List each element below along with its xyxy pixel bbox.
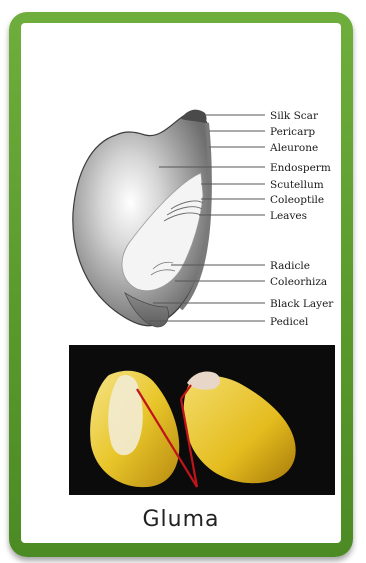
- label-coleorhiza: Coleorhiza: [270, 276, 327, 288]
- label-black-layer: Black Layer: [270, 298, 334, 310]
- kernel-photo: [69, 345, 335, 495]
- label-radicle: Radicle: [270, 260, 310, 272]
- label-scutellum: Scutellum: [270, 179, 324, 191]
- label-pericarp: Pericarp: [270, 126, 315, 138]
- label-endosperm: Endosperm: [270, 162, 331, 174]
- label-pedicel: Pedicel: [270, 316, 309, 328]
- label-silk-scar: Silk Scar: [270, 110, 319, 122]
- kernel-diagram: Silk Scar Pericarp Aleurone Endosperm Sc…: [21, 23, 341, 333]
- green-frame: Silk Scar Pericarp Aleurone Endosperm Sc…: [9, 12, 353, 557]
- photo-caption: Gluma: [21, 507, 341, 532]
- label-leaves: Leaves: [270, 210, 307, 222]
- label-coleoptile: Coleoptile: [270, 194, 324, 206]
- label-aleurone: Aleurone: [269, 142, 318, 154]
- card: Silk Scar Pericarp Aleurone Endosperm Sc…: [21, 23, 341, 543]
